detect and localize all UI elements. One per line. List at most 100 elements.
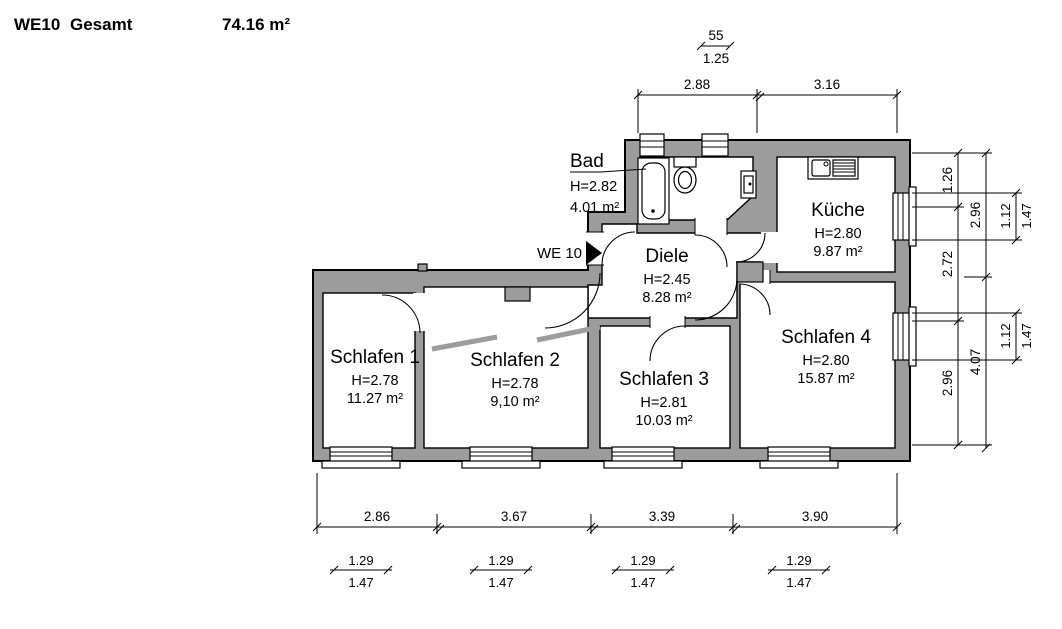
open-door-leaf-left	[431, 334, 498, 352]
dim-right-inner-0: 1.26	[940, 167, 955, 193]
room-schlafen3-height: H=2.81	[640, 395, 687, 411]
wall-bump	[417, 263, 428, 272]
bathtub-icon	[637, 157, 670, 225]
dim-right-extensions	[912, 152, 1022, 446]
room-label-schlafen1: Schlafen 1 H=2.78 11.27 m²	[330, 347, 420, 407]
room-diele-name: Diele	[645, 246, 688, 267]
kueche-door-gap	[761, 232, 779, 263]
title-block: WE10 Gesamt 74.16 m²	[14, 15, 290, 34]
dim-bottom-1: 3.67	[501, 509, 527, 524]
kitchen-sink-icon	[807, 156, 859, 180]
room-schlafen1-name: Schlafen 1	[330, 347, 420, 368]
room-kueche-name: Küche	[811, 200, 865, 221]
diele-right-door-arc	[694, 277, 738, 321]
entrance-marker: WE 10	[537, 241, 602, 265]
dim-bottom-0: 2.86	[364, 509, 390, 524]
room-bad-name: Bad	[570, 151, 604, 172]
title-name: Gesamt	[70, 15, 133, 34]
toilet-icon	[673, 156, 697, 194]
dim-right-outer-0: 2.96	[968, 202, 983, 228]
window-bad-left	[639, 133, 665, 157]
dim-top-window-width: 55	[708, 28, 723, 43]
room-schlafen1-area: 11.27 m²	[347, 391, 403, 407]
room-schlafen1-height: H=2.78	[351, 373, 398, 389]
dim-bwin4-a: 1.29	[786, 553, 811, 568]
room-label-bad: Bad H=2.82 4.01 m²	[570, 151, 647, 216]
dim-right-window1-b: 1.47	[1019, 203, 1034, 228]
room-label-schlafen2: Schlafen 2 H=2.78 9,10 m²	[470, 350, 560, 410]
window-kueche	[892, 186, 917, 247]
dim-top-window-offset: 1.25	[703, 51, 729, 66]
entrance-arrow-icon	[586, 241, 602, 265]
room-label-kueche: Küche H=2.80 9.87 m²	[811, 200, 865, 260]
dim-right-window2-b: 1.47	[1019, 323, 1034, 348]
kueche-door-arc	[735, 232, 766, 263]
dim-bwin1-b: 1.47	[348, 575, 373, 590]
dim-bottom-window-1: 1.29 1.47	[329, 553, 393, 590]
dim-bottom-window-3: 1.29 1.47	[611, 553, 675, 590]
bad-door-gap	[695, 218, 727, 235]
room-schlafen3-area: 10.03 m²	[635, 413, 692, 429]
dim-bwin3-a: 1.29	[630, 553, 655, 568]
room-schlafen3-name: Schlafen 3	[619, 369, 709, 390]
dim-right-inner-1: 2.72	[940, 251, 955, 277]
room-schlafen4-name: Schlafen 4	[781, 327, 871, 348]
title-code: WE10	[14, 15, 60, 34]
wall-pier-top	[504, 286, 531, 302]
dim-right-window-1: 1.12 1.47	[998, 188, 1034, 245]
dim-top-chain: 2.88 3.16	[633, 77, 902, 133]
window-schlafen2	[461, 446, 541, 469]
schlafen1-door-gap	[413, 293, 426, 331]
dim-bottom-window-2: 1.29 1.47	[469, 553, 533, 590]
title-total-area: 74.16 m²	[222, 15, 290, 34]
room-schlafen4-interior	[739, 281, 896, 449]
dim-bwin3-b: 1.47	[630, 575, 655, 590]
dim-bwin2-a: 1.29	[488, 553, 513, 568]
room-label-schlafen3: Schlafen 3 H=2.81 10.03 m²	[619, 369, 709, 429]
dim-bottom-window-4: 1.29 1.47	[767, 553, 831, 590]
schlafen3-door-gap	[650, 316, 685, 328]
open-door-leaf-right	[536, 324, 601, 343]
dim-top-window: 55 1.25	[696, 28, 735, 66]
room-schlafen4-area: 15.87 m²	[797, 371, 854, 387]
dim-bwin1-a: 1.29	[348, 553, 373, 568]
wall-pier-kueche	[736, 261, 764, 283]
dim-bottom-2: 3.39	[649, 509, 675, 524]
window-schlafen4-bottom	[759, 446, 839, 469]
dim-right-inner-2: 2.96	[940, 370, 955, 396]
schlafen1-door-arc	[381, 294, 421, 334]
window-schlafen4-right	[892, 306, 917, 367]
dim-bwin4-b: 1.47	[786, 575, 811, 590]
window-schlafen3	[603, 446, 683, 469]
bad-leader-line	[570, 168, 647, 173]
bad-door-arc	[694, 234, 728, 268]
room-label-diele: Diele H=2.45 8.28 m²	[642, 246, 691, 306]
room-schlafen3-interior	[599, 325, 731, 449]
room-label-schlafen4: Schlafen 4 H=2.80 15.87 m²	[781, 327, 871, 387]
room-bad-height: H=2.82	[570, 179, 617, 195]
bathroom-sink-icon	[740, 170, 757, 199]
room-schlafen1-interior	[322, 292, 416, 449]
dim-bottom-3: 3.90	[802, 509, 828, 524]
dim-right-inner-chain: 1.26 2.72 2.96	[940, 148, 963, 450]
window-schlafen1	[321, 446, 401, 469]
room-diele-area: 8.28 m²	[642, 290, 691, 306]
room-schlafen4-height: H=2.80	[802, 353, 849, 369]
room-schlafen2-interior	[423, 286, 589, 449]
dim-top-0: 2.88	[684, 77, 710, 92]
schlafen3-door-arc	[649, 325, 686, 362]
dim-bwin2-b: 1.47	[488, 575, 513, 590]
room-schlafen2-name: Schlafen 2	[470, 350, 560, 371]
room-bad-area: 4.01 m²	[570, 200, 619, 216]
dim-bottom-chain: 2.86 3.67 3.39 3.90	[312, 473, 902, 534]
dim-right-window-2: 1.12 1.47	[998, 308, 1034, 365]
dim-top-1: 3.16	[814, 77, 840, 92]
room-kueche-height: H=2.80	[814, 226, 861, 242]
room-kueche-area: 9.87 m²	[813, 244, 862, 260]
entrance-door-arc	[601, 231, 636, 266]
window-bad-right	[701, 133, 729, 157]
entrance-label: WE 10	[537, 245, 582, 262]
dim-right-window1-a: 1.12	[998, 203, 1013, 228]
diele-left-door-arc	[544, 272, 601, 329]
